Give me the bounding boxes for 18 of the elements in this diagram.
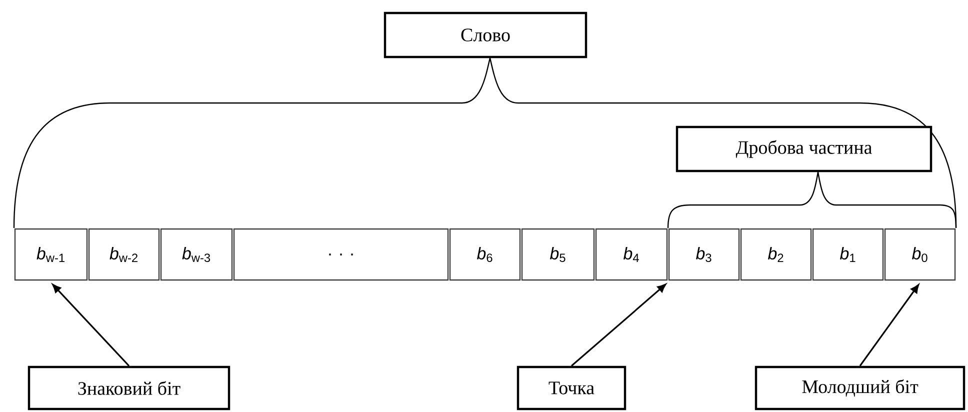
- arrow: [570, 284, 666, 366]
- bit-cell: b$_{4}$: [595, 228, 668, 281]
- label-box: Молодший біт: [754, 366, 966, 410]
- label-box: Точка: [516, 366, 626, 410]
- bit-cell: b$_{w-2}$: [88, 228, 160, 281]
- arrow: [859, 284, 920, 366]
- bit-cell: b$_{w-3}$: [160, 228, 233, 281]
- bit-cell: b$_{w-1}$: [14, 228, 88, 281]
- label-box: Слово: [384, 12, 588, 58]
- bit-cell: b$_{5}$: [521, 228, 595, 281]
- bit-cell: b$_{1}$: [812, 228, 884, 281]
- arrow: [52, 284, 130, 366]
- bit-cell: b$_{6}$: [449, 228, 521, 281]
- label-box: Дробова частина: [676, 126, 932, 172]
- label-box: Знаковий біт: [28, 366, 230, 410]
- bit-cell: b$_{3}$: [668, 228, 740, 281]
- bit-cell: b$_{0}$: [884, 228, 956, 281]
- bit-cell: b$_{2}$: [740, 228, 812, 281]
